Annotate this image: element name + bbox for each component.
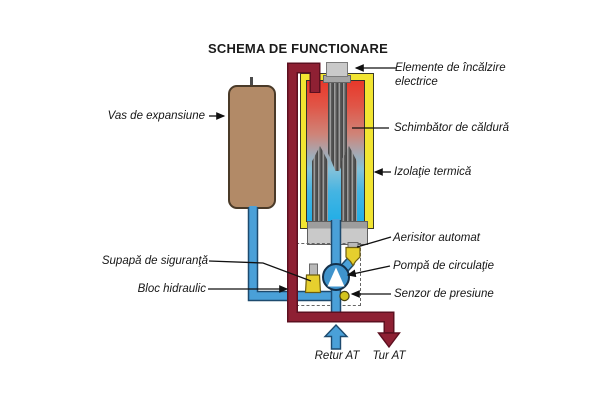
cold-return-pipe <box>247 206 355 316</box>
label-heat-exchanger: Schimbător de căldură <box>394 122 510 134</box>
label-circulation-pump: Pompă de circulaţie <box>393 260 494 272</box>
vessel-top-nub-icon <box>250 77 253 86</box>
heating-element-center-icon <box>328 83 347 171</box>
label-safety-valve: Supapă de siguranţă <box>101 255 208 267</box>
diagram-title: SCHEMA DE FUNCTIONARE <box>208 41 388 56</box>
label-pressure-sensor: Senzor de presiune <box>394 288 494 300</box>
circulation-pump-icon <box>322 263 350 291</box>
tur-arrow-icon <box>377 332 401 349</box>
label-thermal-insulation: Izolaţie termică <box>394 166 472 178</box>
label-expansion-vessel: Vas de expansiune <box>107 110 205 122</box>
heating-element-right-icon <box>341 146 357 222</box>
label-tur: Tur AT <box>372 350 406 362</box>
label-heating-elements: Elemente de încălzire electrice <box>395 62 506 88</box>
leader-aerisitor <box>356 236 392 248</box>
label-hydraulic-block: Bloc hidraulic <box>137 283 206 295</box>
retur-arrow-icon <box>323 323 349 350</box>
label-retur: Retur AT <box>314 350 360 362</box>
leader-supapa <box>208 260 312 282</box>
leader-pompa <box>346 265 391 278</box>
element-base-left-icon <box>307 221 335 245</box>
heating-element-terminal-icon <box>326 62 348 77</box>
heating-element-left-icon <box>312 146 328 222</box>
label-air-vent: Aerisitor automat <box>393 232 480 244</box>
element-base-right-icon <box>340 221 368 245</box>
air-vent-icon <box>345 242 361 267</box>
expansion-vessel <box>228 85 276 209</box>
safety-valve-icon <box>304 263 322 294</box>
hot-flow-pipe <box>287 62 395 333</box>
pressure-sensor-icon <box>339 290 350 302</box>
